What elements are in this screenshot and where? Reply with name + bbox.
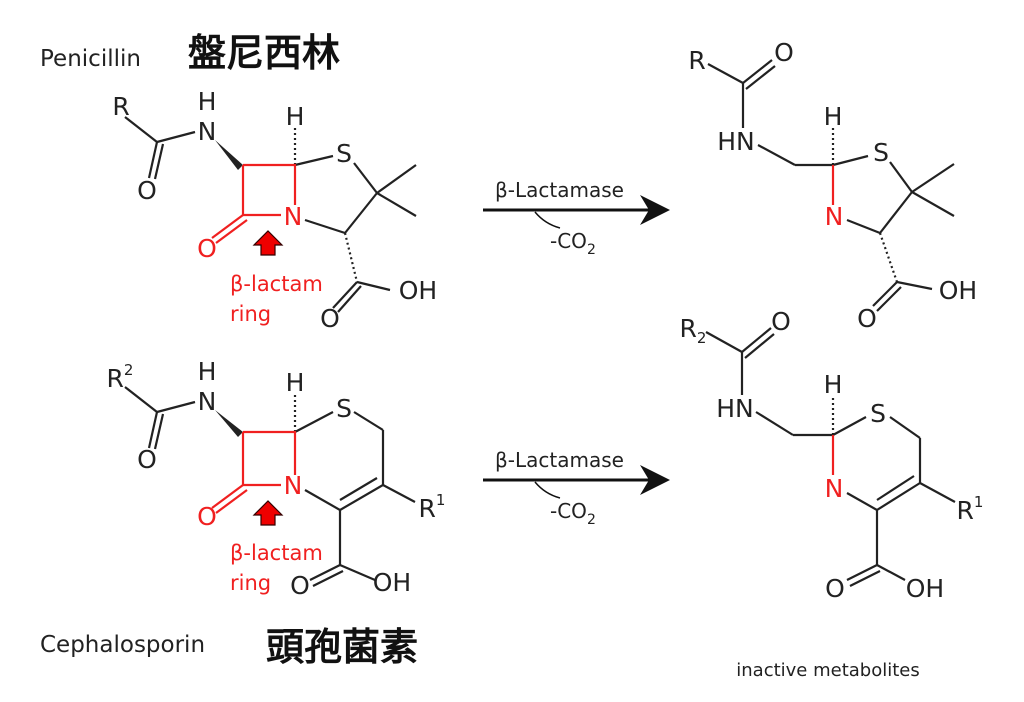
atom-s: S [336,394,352,423]
atom-o: O [857,304,877,333]
atom-o: O [137,445,157,474]
atom-n: N [198,117,217,146]
penicillin-chinese-label: 盤尼西林 [188,31,340,75]
atom-oh: OH [399,276,437,305]
atom-o: O [137,176,157,205]
atom-o: O [771,307,791,336]
atom-o: O [825,574,845,603]
atom-oh: OH [373,568,411,597]
cephalosporin-structure: R2 H N O H S N O R1 O OH β-lactam ring [107,357,446,600]
atom-n-opened: N [825,202,844,231]
reaction-arrow-penicillin: β-Lactamase -CO2 [483,178,670,258]
atom-h: H [286,368,305,397]
lactam-ring-label: ring [230,302,271,326]
lactam-label: β-lactam [230,272,323,296]
byproduct-label: -CO2 [550,229,596,258]
atom-hn: HN [717,127,755,156]
byproduct-label: -CO2 [550,499,596,528]
curved-arrow-icon [534,481,561,499]
atom-o-lactam: O [197,502,217,531]
atom-oh: OH [906,574,944,603]
atom-n: N [198,387,217,416]
atom-oh: OH [939,276,977,305]
penicillin-label: Penicillin [40,46,141,72]
atom-n-lactam: N [284,202,303,231]
curved-arrow-icon [534,211,561,229]
penicillin-metabolite-structure: R O HN H S N O OH [688,38,977,333]
cephalosporin-title: Cephalosporin 頭孢菌素 [40,625,418,669]
atom-r2: R2 [680,314,707,347]
atom-o-lactam: O [197,234,217,263]
atom-hn: HN [716,394,754,423]
atom-n-lactam: N [284,471,303,500]
atom-s: S [873,138,889,167]
atom-o: O [290,571,310,600]
penicillin-structure: R H N O H S N O O OH β-lactam ring [112,87,437,333]
atom-r2: R2 [107,361,134,394]
atom-r: R [688,46,705,75]
cephalosporin-metabolite-structure: R2 O HN H S N R1 O OH [680,307,984,603]
atom-h: H [824,370,843,399]
atom-h: H [198,357,217,386]
atom-h: H [198,87,217,116]
atom-o: O [320,304,340,333]
enzyme-label: β-Lactamase [495,178,624,202]
atom-r1: R1 [957,493,984,526]
lactam-label: β-lactam [230,541,323,565]
inactive-metabolites-label: inactive metabolites [736,660,920,681]
atom-o: O [774,38,794,67]
lactam-ring-label: ring [230,571,271,595]
wedge-bond [215,410,243,437]
atom-s: S [870,399,886,428]
atom-r1: R1 [419,491,446,524]
atom-h: H [286,102,305,131]
enzyme-label: β-Lactamase [495,448,624,472]
penicillin-title: Penicillin 盤尼西林 [40,31,340,75]
red-arrow-icon [252,230,284,256]
reaction-arrow-cephalosporin: β-Lactamase -CO2 [483,448,670,528]
red-arrow-icon [252,500,284,526]
wedge-bond [215,140,243,170]
cephalosporin-label: Cephalosporin [40,632,205,658]
atom-s: S [336,139,352,168]
atom-h: H [824,102,843,131]
atom-n-opened: N [825,474,844,503]
cephalosporin-chinese-label: 頭孢菌素 [266,625,418,669]
atom-r: R [112,92,129,121]
